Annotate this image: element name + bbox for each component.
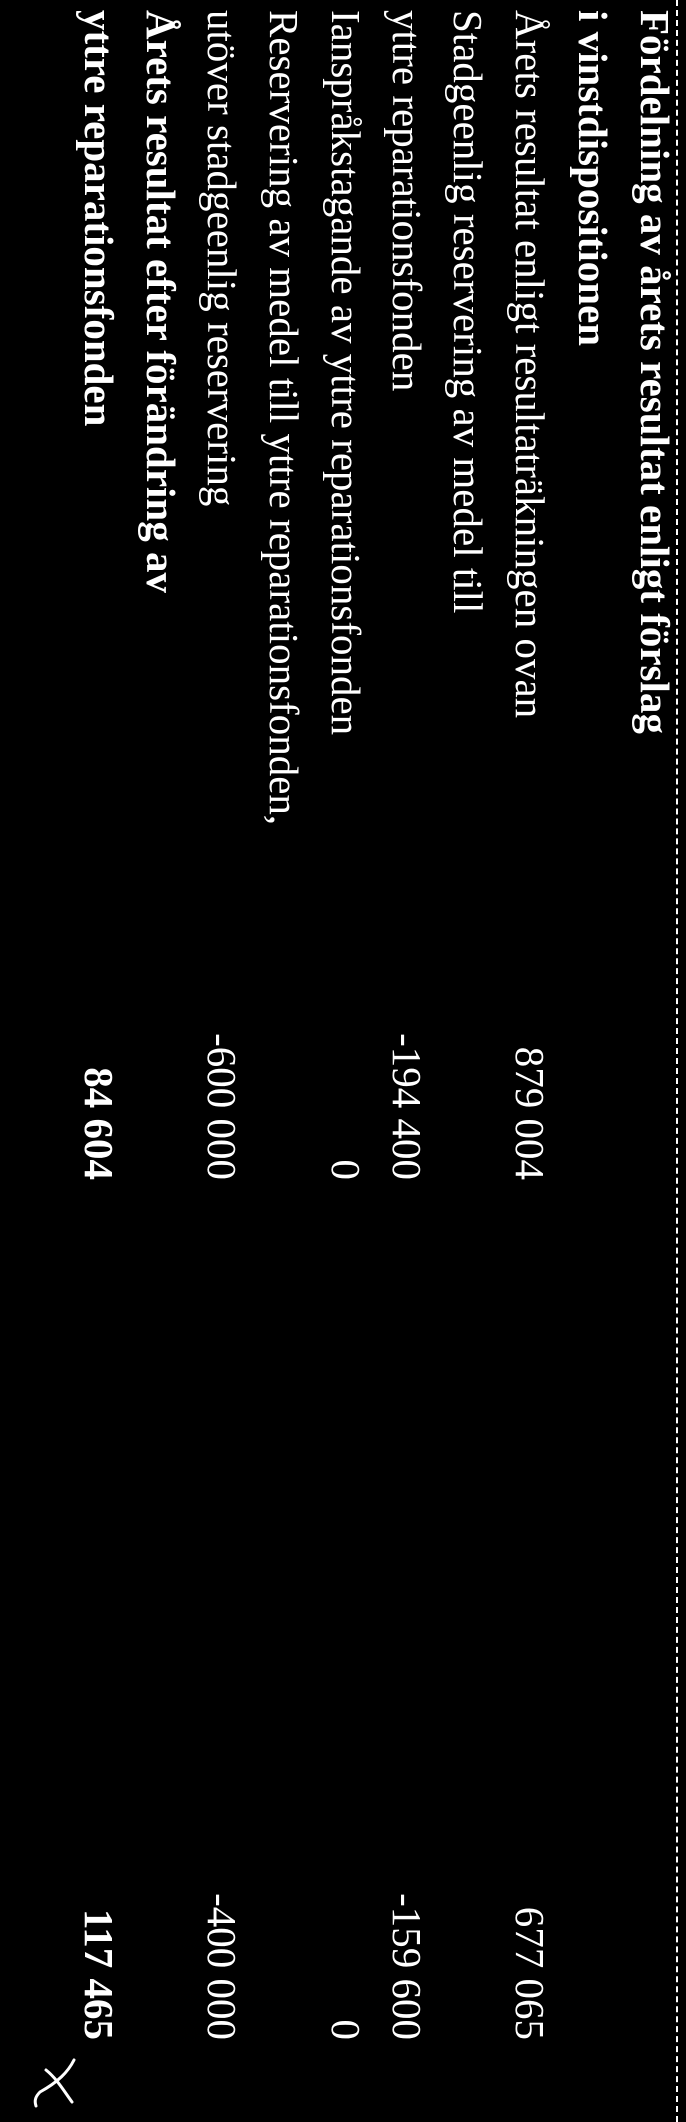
previous-year-value: -159 600 (384, 1893, 430, 2040)
result-current-value: 84 604 (76, 1067, 122, 1180)
heading-line-1: Fördelning av årets resultat enligt förs… (627, 10, 683, 2100)
row-label: utöver stadgeenlig reservering (199, 10, 245, 507)
result-label: yttre reparationsfonden (76, 10, 122, 427)
previous-year-value: 0 (323, 2019, 369, 2041)
signature-mark (33, 2058, 76, 2108)
table-row: utöver stadgeenlig reservering -600 000 … (194, 10, 250, 2100)
row-label: Ianspråkstagande av yttre reparationsfon… (323, 10, 369, 736)
table-row: Stadgeenlig reservering av medel till (440, 10, 496, 2100)
table-row: Årets resultat enligt resultaträkningen … (502, 10, 558, 2100)
row-label: Reservering av medel till yttre reparati… (261, 10, 307, 826)
row-label: yttre reparationsfonden (384, 10, 430, 392)
current-year-value: 879 004 (507, 1046, 553, 1180)
result-label: Årets resultat efter förändring av (138, 10, 184, 593)
row-label: Stadgeenlig reservering av medel till (445, 10, 491, 614)
dashed-border (676, 0, 678, 2122)
heading-line-2: i vinstdispositionen (565, 10, 621, 2100)
previous-year-value: 677 065 (507, 1906, 553, 2040)
current-year-value: -600 000 (199, 1033, 245, 1180)
result-previous-value: 117 465 (76, 1909, 122, 2040)
previous-year-value: -400 000 (199, 1893, 245, 2040)
result-row-line-2: yttre reparationsfonden 84 604 117 465 (71, 10, 127, 2100)
table-row: Reservering av medel till yttre reparati… (256, 10, 312, 2100)
heading-text: i vinstdispositionen (570, 10, 616, 347)
table-row: Ianspråkstagande av yttre reparationsfon… (318, 10, 374, 2100)
heading-text: Fördelning av årets resultat enligt förs… (632, 10, 678, 734)
table-row: yttre reparationsfonden -194 400 -159 60… (379, 10, 435, 2100)
result-row-line-1: Årets resultat efter förändring av (133, 10, 189, 2100)
current-year-value: 0 (323, 1159, 369, 1181)
row-label: Årets resultat enligt resultaträkningen … (507, 10, 553, 719)
current-year-value: -194 400 (384, 1033, 430, 1180)
